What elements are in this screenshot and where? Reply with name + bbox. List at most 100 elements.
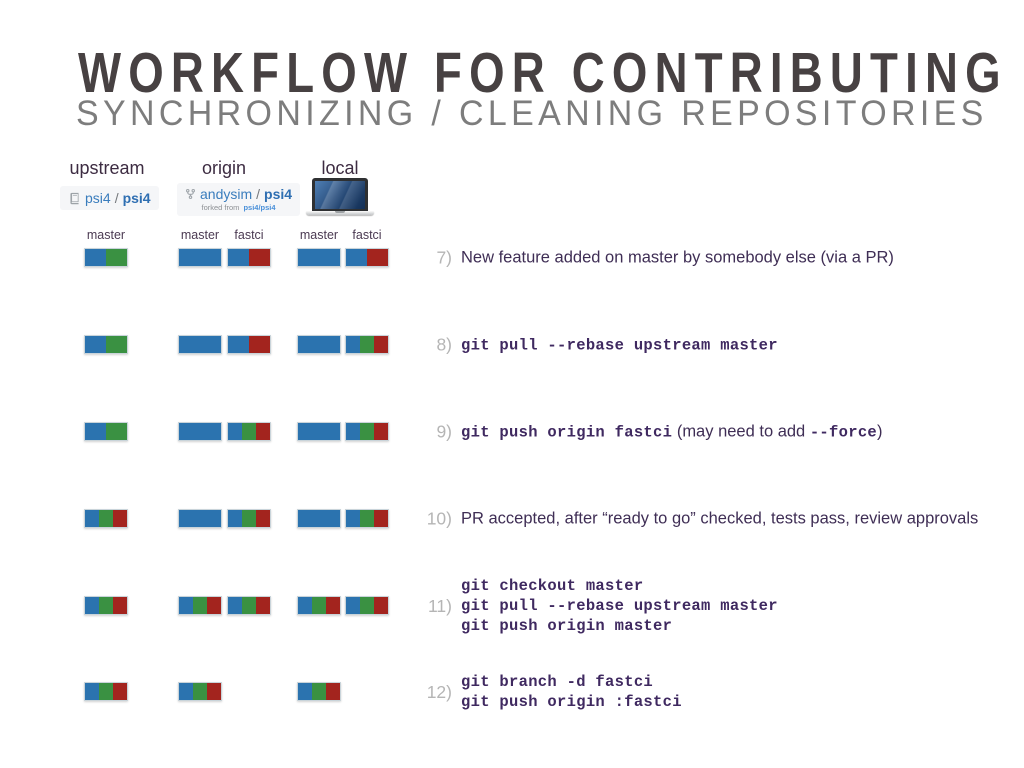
step-text-line: git push origin :fastci <box>461 692 682 712</box>
slide-title: WORKFLOW FOR CONTRIBUTING <box>78 41 1008 105</box>
commit-segment-green <box>99 510 113 527</box>
commit-segment-green <box>242 597 256 614</box>
branch-bar-origin_master <box>178 422 222 441</box>
step-text: git pull --rebase upstream master <box>461 335 778 355</box>
branch-bar-upstream_master <box>84 596 128 615</box>
branch-label-local-master: master <box>299 228 339 242</box>
commit-segment-red <box>326 597 340 614</box>
commit-segment-blue <box>228 597 242 614</box>
commit-segment-blue <box>298 336 319 353</box>
branch-label-origin-fastci: fastci <box>234 228 264 242</box>
branch-bar-upstream_master <box>84 682 128 701</box>
commit-segment-blue <box>298 249 319 266</box>
slide-subtitle: SYNCHRONIZING / CLEANING REPOSITORIES <box>76 94 988 133</box>
laptop-screen <box>312 178 368 211</box>
step-text: git push origin fastci (may need to add … <box>461 422 883 443</box>
laptop-base <box>306 211 374 215</box>
branch-bar-local_fastci <box>345 335 389 354</box>
branch-bar-origin_master <box>178 509 222 528</box>
commit-segment-red <box>113 683 127 700</box>
commit-segment-blue <box>179 336 200 353</box>
step-text-line: git pull --rebase upstream master <box>461 335 778 355</box>
branch-bar-local_fastci <box>345 596 389 615</box>
column-header-upstream: upstream <box>69 158 145 178</box>
commit-segment-green <box>360 423 374 440</box>
git-command-text: git push origin master <box>461 617 673 635</box>
step-description-text: ) <box>877 422 883 441</box>
branch-bar-origin_master <box>178 248 222 267</box>
git-command-text: git pull --rebase upstream master <box>461 336 778 354</box>
commit-segment-green <box>193 683 207 700</box>
commit-segment-green <box>106 336 127 353</box>
branch-bar-origin_master <box>178 682 222 701</box>
step-text: PR accepted, after “ready to go” checked… <box>461 509 978 530</box>
commit-segment-green <box>106 423 127 440</box>
step-number: 12) <box>426 681 452 702</box>
commit-segment-blue <box>346 336 360 353</box>
commit-segment-red <box>326 683 340 700</box>
step-number: 11) <box>428 595 452 616</box>
commit-segment-blue <box>200 336 221 353</box>
step-text-line: PR accepted, after “ready to go” checked… <box>461 509 978 530</box>
git-command-text: git pull --rebase upstream master <box>461 597 778 615</box>
commit-segment-red <box>256 423 270 440</box>
step-description-text: (may need to add <box>672 422 810 441</box>
commit-segment-blue <box>85 336 106 353</box>
commit-segment-blue <box>228 423 242 440</box>
fork-icon <box>185 188 196 200</box>
branch-bar-origin_fastci <box>227 509 271 528</box>
forked-from-note: forked from psi4/psi4 <box>202 203 276 212</box>
commit-segment-green <box>312 683 326 700</box>
step-number: 10) <box>426 508 452 529</box>
forked-from-text: forked from <box>201 203 240 212</box>
step-text-line: New feature added on master by somebody … <box>461 248 894 269</box>
repo-badge-upstream: psi4 / psi4 <box>60 186 159 210</box>
step-description-text: New feature added on master by somebody … <box>461 248 894 267</box>
step-number: 8) <box>436 334 452 355</box>
step-row: 9) git push origin fastci (may need to ad… <box>420 421 883 443</box>
branch-bar-origin_fastci <box>227 248 271 267</box>
commit-segment-red <box>256 510 270 527</box>
branch-bar-local_master <box>297 596 341 615</box>
commit-segment-blue <box>346 249 367 266</box>
commit-segment-blue <box>85 510 99 527</box>
repo-separator: / <box>256 186 261 202</box>
commit-segment-red <box>249 249 270 266</box>
commit-segment-red <box>367 249 388 266</box>
branch-bar-upstream_master <box>84 335 128 354</box>
branch-label-local-fastci: fastci <box>352 228 382 242</box>
commit-segment-green <box>242 510 256 527</box>
commit-segment-blue <box>298 597 312 614</box>
commit-segment-blue <box>179 249 200 266</box>
commit-segment-green <box>360 336 374 353</box>
repo-name: psi4 <box>122 190 151 206</box>
repo-badge-origin-line1: andysim / psi4 <box>185 186 292 202</box>
step-text: New feature added on master by somebody … <box>461 248 894 269</box>
commit-segment-blue <box>85 597 99 614</box>
commit-segment-blue <box>319 336 340 353</box>
branch-bar-origin_master <box>178 335 222 354</box>
commit-segment-red <box>249 336 270 353</box>
step-number: 7) <box>436 247 452 268</box>
git-command-text: git push origin :fastci <box>461 693 682 711</box>
branch-bar-local_fastci <box>345 509 389 528</box>
step-text-line: git branch -d fastci <box>461 672 682 692</box>
commit-segment-green <box>99 683 113 700</box>
git-command-text: git push origin fastci <box>461 423 673 442</box>
commit-segment-green <box>99 597 113 614</box>
commit-segment-red <box>374 423 388 440</box>
step-number: 9) <box>436 421 452 442</box>
git-command-text: --force <box>809 423 878 442</box>
repo-icon <box>68 192 81 205</box>
commit-segment-blue <box>85 683 99 700</box>
step-row: 10) PR accepted, after “ready to go” chec… <box>420 508 979 530</box>
commit-segment-red <box>374 336 388 353</box>
commit-segment-green <box>242 423 256 440</box>
branch-bar-upstream_master <box>84 248 128 267</box>
branch-bar-local_master <box>297 248 341 267</box>
step-text-line: git push origin master <box>461 616 778 636</box>
